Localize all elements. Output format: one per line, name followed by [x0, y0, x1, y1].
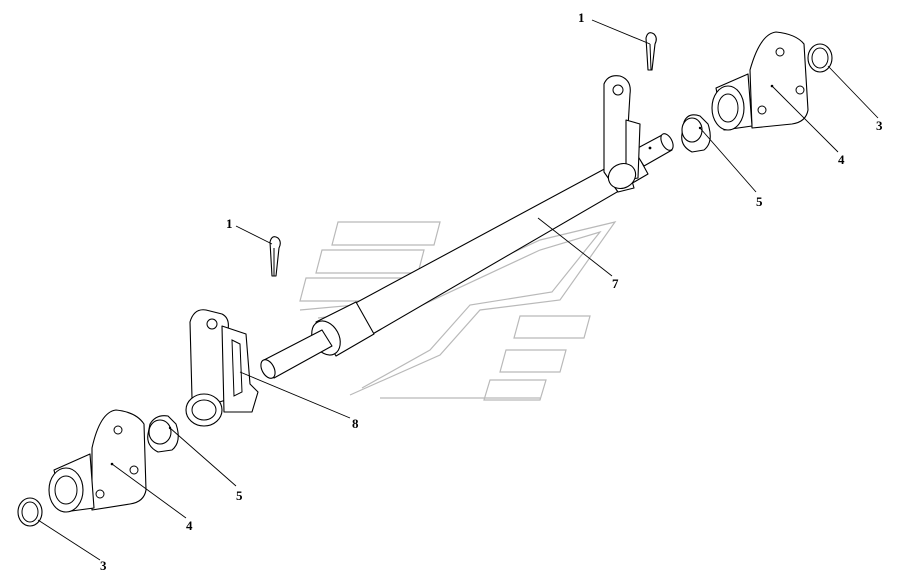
washer-3-left: [17, 497, 43, 527]
callout-5-right: 5: [756, 194, 763, 209]
bracket-4-bottom: [48, 409, 147, 513]
callout-8: 8: [352, 416, 359, 431]
callout-7: 7: [612, 276, 619, 291]
callout-3-left: 3: [100, 558, 107, 573]
leader-lines: [37, 19, 879, 561]
washer-3-right: [807, 43, 833, 73]
callout-5-left: 5: [236, 488, 243, 503]
callouts: 1 1 3 3 4 4 5 5 7 8: [100, 10, 883, 573]
bushing-5-right: [681, 114, 711, 153]
callout-1-top: 1: [578, 10, 585, 25]
callout-1-left: 1: [226, 216, 233, 231]
bracket-4-top: [711, 31, 809, 131]
cotter-pin-1-top: [645, 32, 657, 71]
bushing-5-left: [147, 415, 179, 453]
shaft-7: [260, 75, 674, 379]
callout-4-left: 4: [186, 518, 193, 533]
callout-3-right: 3: [876, 118, 883, 133]
cotter-pin-1-left: [269, 236, 281, 277]
callout-4-right: 4: [838, 152, 845, 167]
lever-8: [185, 309, 259, 427]
